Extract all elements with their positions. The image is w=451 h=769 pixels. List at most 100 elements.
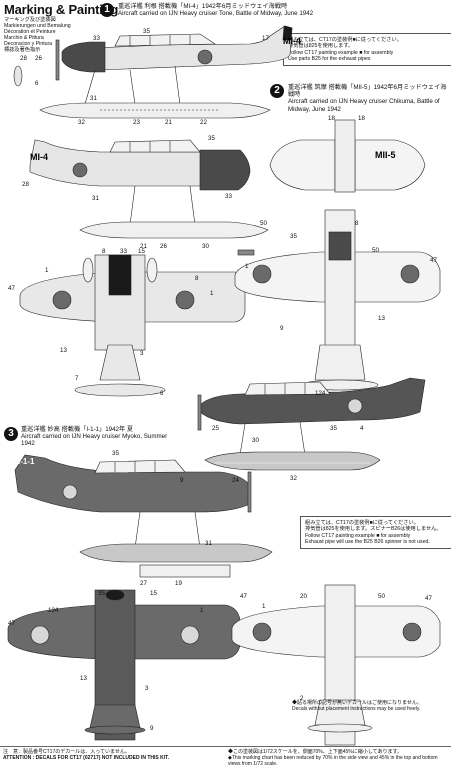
callout: 2 bbox=[300, 695, 304, 702]
callout: 35 bbox=[290, 233, 297, 240]
lang-jp: マーキング及び塗装図 bbox=[4, 17, 56, 23]
scheme-2-caption: 重巡洋艦 筑摩 搭載機「MII-5」1942年6月ミッドウェイ海戦時 Aircr… bbox=[288, 84, 448, 113]
callout: 24 bbox=[232, 477, 239, 484]
scheme-2-badge: 2 bbox=[270, 84, 284, 98]
callout: 3 bbox=[140, 350, 144, 357]
scheme-1-en: Aircraft carried on IJN Heavy cruiser To… bbox=[118, 10, 314, 18]
callout: 31 bbox=[92, 195, 99, 202]
callout-labels: 33 35 17 28 26 6 31 32 23 21 22 35 28 31… bbox=[8, 28, 437, 732]
language-list: マーキング及び塗装図 Markierungen und Bemalung Déc… bbox=[4, 17, 74, 53]
scheme-3-side-view-left bbox=[14, 454, 273, 578]
scheme-1-tail-code: MI-4 bbox=[283, 36, 301, 46]
callout: 1 bbox=[245, 263, 249, 270]
callout: 6 bbox=[160, 390, 164, 397]
callout: 6 bbox=[35, 80, 39, 87]
scheme-1-alt-tail-code: MI-4 bbox=[30, 152, 48, 162]
callout: 32 bbox=[78, 119, 85, 126]
scheme-1-side-view-alt bbox=[29, 139, 269, 256]
callout: 27 bbox=[140, 580, 147, 587]
callout: 33 bbox=[225, 193, 232, 200]
callout: 28 bbox=[20, 55, 27, 62]
top-view-left bbox=[19, 254, 246, 397]
drawing-canvas: MI-4 MI-4 MII-5 bbox=[7, 25, 441, 746]
callout: 31 bbox=[205, 540, 212, 547]
scheme-3-badge: 3 bbox=[4, 427, 18, 441]
note-top-en2: Use parts B25 for the exhaust pipes bbox=[288, 55, 371, 62]
callout: 3 bbox=[145, 685, 149, 692]
callout: 35 bbox=[330, 425, 337, 432]
callout: 28 bbox=[22, 181, 29, 188]
callout: 18 bbox=[358, 115, 365, 122]
callout: 35 bbox=[98, 590, 105, 597]
lang-cn: 標誌及著色指示 bbox=[4, 47, 41, 53]
attention-en: ATTENTION : DECALS FOR CT17 (02717) NOT … bbox=[3, 755, 170, 761]
callout: 7 bbox=[75, 375, 79, 382]
callout: 35 bbox=[208, 135, 215, 142]
callout: 47 bbox=[430, 257, 437, 264]
callout: 13 bbox=[378, 315, 385, 322]
callout: 21 bbox=[140, 243, 147, 250]
callout: 19 bbox=[175, 580, 182, 587]
attention-jp: 注 意：製品番号CT17のデカールは、入っていません。 bbox=[3, 749, 130, 755]
callout: 15 bbox=[150, 590, 157, 597]
callout: 1 bbox=[210, 290, 214, 297]
callout: 33 bbox=[93, 35, 100, 42]
callout: 13 bbox=[80, 675, 87, 682]
callout: 47 bbox=[8, 285, 15, 292]
scheme-3-side-view-right bbox=[197, 377, 426, 471]
callout: 18 bbox=[328, 115, 335, 122]
scale-jp: ◆この塗装図は1/72スケールを、側面70%、上下面45%に縮小してあります。 bbox=[228, 749, 402, 755]
callout: 1 bbox=[262, 603, 266, 610]
callout: 4 bbox=[360, 425, 364, 432]
scheme-3-top-view bbox=[7, 589, 241, 741]
decal-note-en: Decals without placement instructions ma… bbox=[292, 706, 421, 712]
callout: 47 bbox=[240, 593, 247, 600]
scheme-3-bottom-view bbox=[231, 584, 441, 746]
callout: 47 bbox=[8, 620, 15, 627]
scheme-1-side-view bbox=[13, 25, 293, 119]
note-mid-en2: Exhaust pipe will use the B25 B26 spinne… bbox=[305, 538, 430, 545]
note-box-middle: 組み立ては、CT17の塗装例■に従ってください。 排気管は825を使用します。ス… bbox=[300, 516, 451, 550]
note-mid-jp2: 排気管は825を使用します。スピナーB26は使用しません。 bbox=[305, 526, 442, 533]
lang-fr: Décoration et Peinture bbox=[4, 29, 56, 35]
note-top-jp1: 組み立ては、CT17の塗装例■に従ってください。 bbox=[288, 37, 402, 43]
callout: 17 bbox=[262, 35, 269, 42]
scheme-3-caption: 重巡洋艦 妙高 搭載機「I-1-1」1942年 夏 Aircraft carri… bbox=[21, 426, 181, 448]
callout: 31 bbox=[90, 95, 97, 102]
scheme-1-badge: 1 bbox=[100, 3, 114, 17]
lang-es: Decoracion y Pintura bbox=[4, 41, 53, 47]
callout: 33 bbox=[120, 248, 127, 255]
scheme-2-jp: 重巡洋艦 筑摩 搭載機「MII-5」1942年6月ミッドウェイ海戦時 bbox=[288, 84, 447, 99]
note-mid-en1: Follow CT17 painting example ■ for assem… bbox=[305, 532, 411, 539]
callout: 9 bbox=[180, 477, 184, 484]
decal-note: ◆貼る場所の記号が無いデカールはご使用になりません。 Decals withou… bbox=[292, 700, 442, 712]
callout: 9 bbox=[280, 325, 284, 332]
callout: 47 bbox=[425, 595, 432, 602]
scheme-2-en: Aircraft carried on IJN Heavy cruiser Ch… bbox=[288, 98, 440, 113]
callout: 50 bbox=[260, 220, 267, 227]
scheme-3-en: Aircraft carried on IJN Heavy cruiser My… bbox=[21, 433, 168, 448]
lang-de: Markierungen und Bemalung bbox=[4, 23, 71, 29]
scheme-3-jp: 重巡洋艦 妙高 搭載機「I-1-1」1942年 夏 bbox=[21, 426, 134, 433]
callout: 50 bbox=[372, 247, 379, 254]
callout: 32 bbox=[290, 475, 297, 482]
callout: 21 bbox=[165, 119, 172, 126]
decal-note-jp: ◆貼る場所の記号が無いデカールはご使用になりません。 bbox=[292, 700, 422, 706]
callout: 124 bbox=[48, 607, 59, 614]
callout: 25 bbox=[212, 425, 219, 432]
callout: 15 bbox=[138, 248, 145, 255]
callout: 35 bbox=[143, 28, 150, 35]
scheme-3-tail-code: I-1-1 bbox=[18, 457, 35, 466]
scheme-1-jp: 重巡洋艦 利根 搭載機「MI-4」1942年6月ミッドウェイ海戦時 bbox=[118, 3, 288, 10]
callout: 8 bbox=[102, 248, 106, 255]
callout: 20 bbox=[300, 593, 307, 600]
scale-en: ◆This marking chart has been reduced by … bbox=[228, 755, 438, 767]
scheme-2-tail-view bbox=[269, 119, 426, 193]
callout: 8 bbox=[195, 275, 199, 282]
callout: 26 bbox=[35, 55, 42, 62]
callout: 13 bbox=[60, 347, 67, 354]
note-mid-jp1: 組み立ては、CT17の塗装例■に従ってください。 bbox=[305, 520, 419, 526]
lang-it: Marchio & Pittura bbox=[4, 35, 44, 41]
callout: 35 bbox=[112, 450, 119, 457]
scheme-2-tail-code: MII-5 bbox=[375, 150, 396, 160]
